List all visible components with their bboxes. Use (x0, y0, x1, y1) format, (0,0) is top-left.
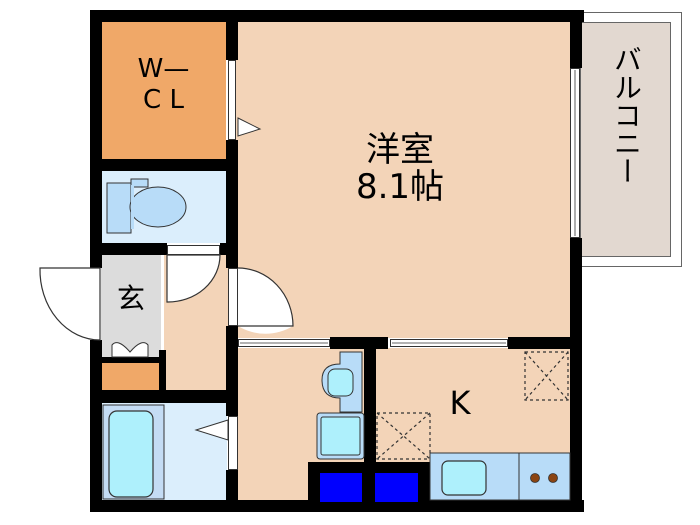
room-door-swing (237, 267, 294, 327)
wall-top (90, 10, 584, 22)
western-room (236, 20, 572, 338)
walk-in-closet (101, 20, 226, 159)
toilet-tank (106, 182, 132, 234)
wall-toilet-bottom-r (220, 243, 238, 255)
entrance-label: 玄 (116, 282, 145, 315)
western-room-label: 洋室 8.1帖 (355, 130, 445, 208)
wall-bottom (90, 500, 584, 512)
wall-shoe-top (101, 357, 166, 363)
wall-room-bottom-right (508, 337, 582, 349)
wic-door-opening[interactable] (228, 60, 236, 140)
storage-box-1 (376, 412, 431, 460)
wall-center-vertical-d (226, 470, 238, 512)
bath-door-opening[interactable] (228, 416, 238, 470)
toilet-bowl (129, 186, 187, 228)
wall-left-lower (90, 340, 102, 512)
stove-burner-1 (530, 473, 540, 483)
wall-right-upper (570, 10, 582, 68)
kitchen-sink (441, 460, 487, 496)
toilet-door-swing (166, 254, 221, 303)
wall-center-vertical-b (226, 140, 238, 268)
wall-left-upper (90, 10, 102, 268)
entrance-floor (101, 255, 161, 365)
balcony (580, 22, 671, 257)
hall-door-opening[interactable] (228, 268, 238, 326)
entrance-door-swing (39, 267, 101, 341)
washing-machine (320, 416, 361, 456)
bath-door-marker (194, 419, 229, 441)
appliance-block-1 (320, 473, 362, 502)
wall-entrance-right (159, 350, 166, 400)
wall-center-vertical-a (226, 10, 238, 60)
wic-door-marker (237, 117, 262, 137)
stove-burner-2 (548, 473, 558, 483)
wall-bath-top (90, 390, 238, 403)
wall-toilet-bottom (90, 243, 167, 255)
wall-right-lower (570, 238, 582, 512)
storage-box-2 (524, 351, 569, 401)
bathtub (108, 410, 154, 498)
appliance-block-2 (375, 473, 418, 502)
wash-basin (327, 368, 354, 397)
shoe-box (101, 363, 159, 390)
wic-label: W— C L (137, 54, 190, 115)
wall-wic-bottom (90, 159, 238, 171)
kitchen-label: K (449, 384, 471, 422)
balcony-label: バルコニー (609, 45, 643, 185)
